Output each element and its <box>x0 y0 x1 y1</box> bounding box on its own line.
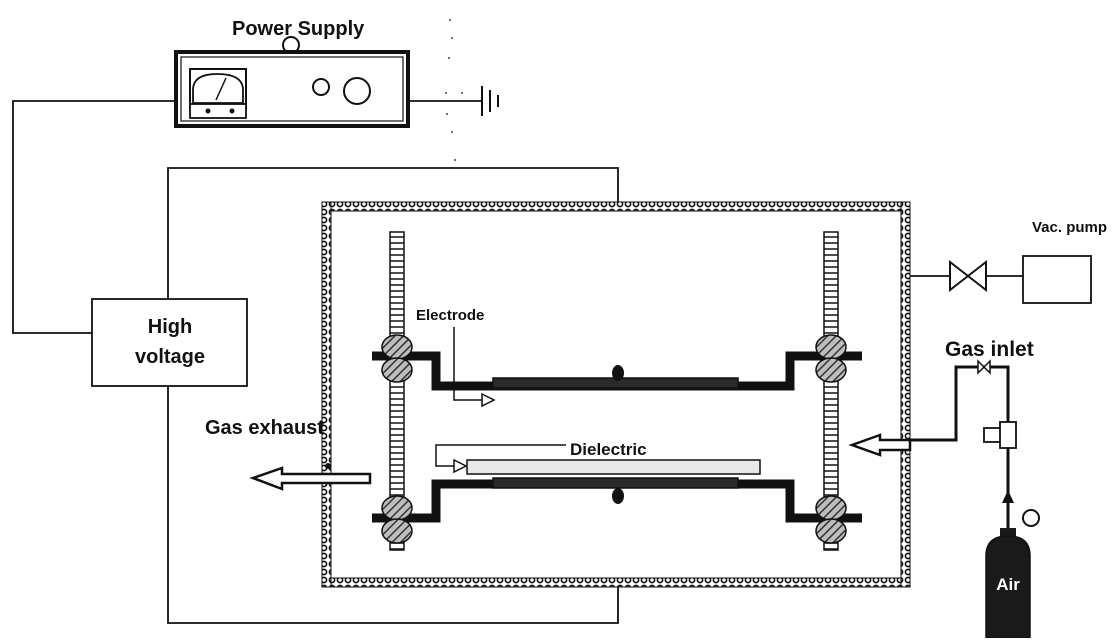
gas-inlet-arrow <box>848 433 912 457</box>
cylinder-regulator-knob <box>1022 509 1040 527</box>
clamp-nuts <box>381 334 847 544</box>
top-electrode-terminal <box>612 365 624 381</box>
ground-icon <box>481 86 499 116</box>
threaded-rod-left <box>389 231 405 551</box>
flow-direction-arrow <box>1002 490 1014 503</box>
high-voltage-label-2: voltage <box>135 346 205 368</box>
high-voltage-label-1: High <box>148 316 192 338</box>
vacuum-valve-icon <box>949 259 987 293</box>
gas-inlet-label: Gas inlet <box>945 338 1034 361</box>
high-voltage-box: High voltage <box>91 298 248 387</box>
electrode-pointer-arrow <box>481 392 496 408</box>
dielectric-pointer <box>435 444 566 467</box>
electrode-label: Electrode <box>416 307 484 324</box>
bottom-electrode-terminal <box>612 488 624 504</box>
dielectric-label: Dielectric <box>570 440 647 459</box>
flow-meter-icon <box>983 421 1017 449</box>
gas-exhaust-arrow <box>249 466 372 491</box>
power-knob-small <box>312 78 330 96</box>
gas-exhaust-label: Gas exhaust <box>205 417 324 439</box>
bottom-electrode-plate <box>492 477 739 489</box>
threaded-rod-right <box>823 231 839 551</box>
dielectric-pointer-arrow <box>453 458 468 474</box>
gas-inlet-valve-icon <box>977 359 991 375</box>
power-knob-large <box>343 77 371 105</box>
air-cylinder: Air <box>985 528 1031 639</box>
electrode-pointer <box>453 327 482 401</box>
meter-icon <box>189 68 247 119</box>
wire-supply-to-hv <box>12 100 176 334</box>
vacuum-pump-box <box>1022 255 1092 304</box>
air-label: Air <box>996 575 1020 594</box>
bottom-electrode-holder <box>372 459 862 523</box>
top-electrode-holder <box>372 351 862 391</box>
power-supply-label: Power Supply <box>232 18 365 40</box>
dielectric-plate <box>466 459 761 475</box>
gas-inlet-line <box>910 365 1010 535</box>
power-supply: Power Supply <box>174 18 499 128</box>
vac-pump-label: Vac. pump <box>1032 219 1107 236</box>
